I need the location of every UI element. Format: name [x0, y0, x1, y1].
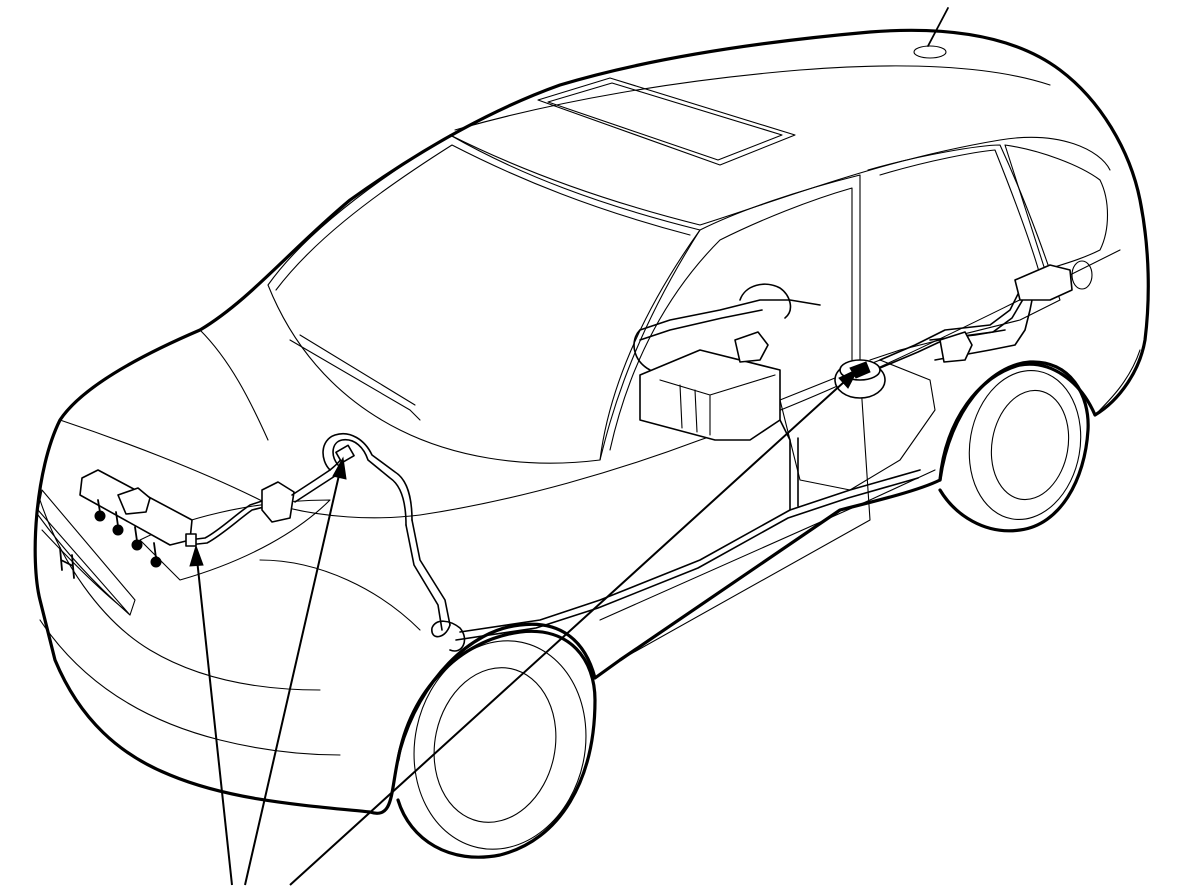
arrowhead-fuel-tank-unit — [838, 367, 860, 389]
body-outline — [33, 28, 1150, 815]
windshield — [267, 134, 701, 464]
underbody-run-1 — [459, 469, 921, 633]
filler-pipe — [934, 284, 1036, 361]
front-badge — [59, 547, 75, 579]
grille-bar — [37, 514, 131, 616]
front-rim — [433, 667, 557, 823]
roof-edge — [454, 65, 1051, 131]
rear-wheel — [938, 360, 1090, 533]
front-wheel-arch — [396, 629, 597, 859]
firewall-loop — [322, 433, 413, 521]
purge-line — [633, 329, 651, 371]
sunroof-inner — [547, 82, 783, 161]
canister-line-2 — [639, 309, 763, 341]
wiper — [289, 334, 421, 421]
fuel-lines — [185, 279, 1041, 652]
arrowhead-fuel-feed-joint — [189, 544, 204, 567]
rear-rim — [990, 389, 1070, 501]
vehicle-body — [33, 7, 1150, 815]
front-door-window — [609, 187, 853, 451]
hood-crease — [199, 329, 269, 441]
antenna — [927, 7, 949, 47]
pulsation-damper — [261, 481, 295, 523]
feed-line-front-2 — [187, 505, 269, 546]
front-fender — [259, 559, 421, 631]
canister-valve — [734, 331, 769, 363]
quick-connect-fitting — [335, 444, 355, 464]
rear-quarter-line — [1094, 349, 1141, 416]
evap-canister-detail — [679, 384, 698, 433]
rear-door-window — [879, 149, 1041, 276]
underbody-run-2 — [455, 477, 919, 641]
fuel-rail-assembly — [79, 469, 193, 568]
canister-line — [639, 299, 821, 331]
door-sill — [599, 469, 936, 621]
canister-loop — [739, 283, 792, 319]
callout-leaders — [189, 367, 860, 886]
two-way-valve — [939, 331, 973, 363]
feed-line-front — [187, 499, 266, 541]
hood-line — [59, 419, 421, 519]
quarter-window — [1004, 144, 1108, 271]
underbody-line-1 — [411, 519, 451, 626]
rear-tire — [968, 369, 1082, 521]
fuel-cap — [1071, 260, 1093, 290]
front-bumper — [39, 499, 321, 691]
leader-quick-connect-fitting — [244, 461, 343, 886]
windshield-inner — [275, 144, 691, 291]
firewall-loop-2 — [332, 438, 407, 526]
front-tire — [413, 640, 587, 850]
front-wheel — [396, 629, 597, 859]
fuel-rail-bracket — [117, 487, 151, 515]
leader-fuel-feed-joint — [195, 549, 233, 886]
lower-intake — [39, 619, 341, 756]
underbody-hairpin — [431, 620, 466, 652]
fuel-injectors — [94, 499, 162, 568]
leader-fuel-tank-unit — [289, 371, 856, 886]
filler-neck — [1014, 264, 1073, 301]
sunroof-outer — [537, 77, 796, 166]
evap-canister-face — [659, 374, 776, 436]
rear-wheel-arch — [938, 360, 1090, 533]
fuel-feed-joint — [185, 533, 197, 547]
roof-edge-inner — [449, 134, 1111, 226]
underbody-line-2 — [405, 524, 443, 631]
antenna-base — [913, 45, 947, 59]
fuel-tank-area — [639, 260, 1093, 491]
feed-line-mid-2 — [294, 475, 336, 503]
injector-stems — [97, 499, 157, 559]
arrowhead-quick-connect-fitting — [332, 456, 347, 480]
front-door — [599, 174, 871, 661]
